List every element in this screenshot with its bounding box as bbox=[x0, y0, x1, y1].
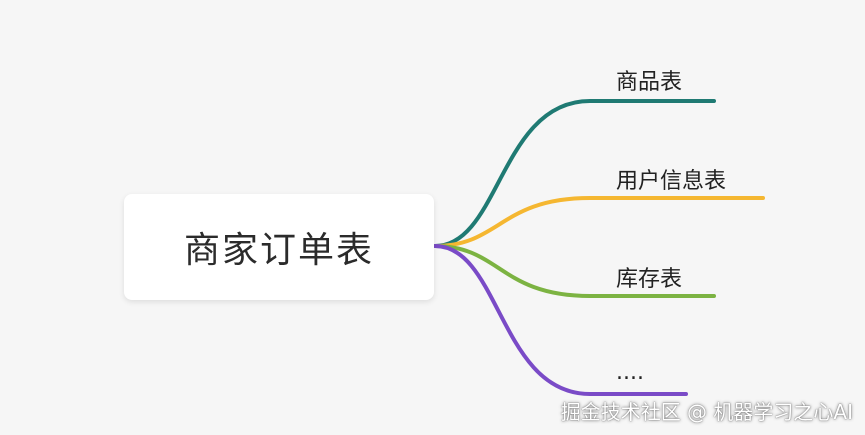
watermark: 掘金技术社区 @ 机器学习之心AI bbox=[560, 400, 853, 424]
branch-connector-inventory bbox=[433, 244, 716, 298]
root-node[interactable]: 商家订单表 bbox=[124, 194, 434, 300]
branch-label-more[interactable]: .... bbox=[616, 360, 644, 385]
branch-connector-more bbox=[433, 244, 688, 396]
branch-label-user-info[interactable]: 用户信息表 bbox=[616, 169, 727, 194]
branch-label-products[interactable]: 商品表 bbox=[616, 70, 683, 95]
branch-connector-products bbox=[433, 99, 716, 248]
branch-connector-user-info bbox=[433, 196, 765, 248]
root-node-label: 商家订单表 bbox=[183, 230, 374, 271]
branch-label-inventory[interactable]: 库存表 bbox=[616, 267, 683, 292]
